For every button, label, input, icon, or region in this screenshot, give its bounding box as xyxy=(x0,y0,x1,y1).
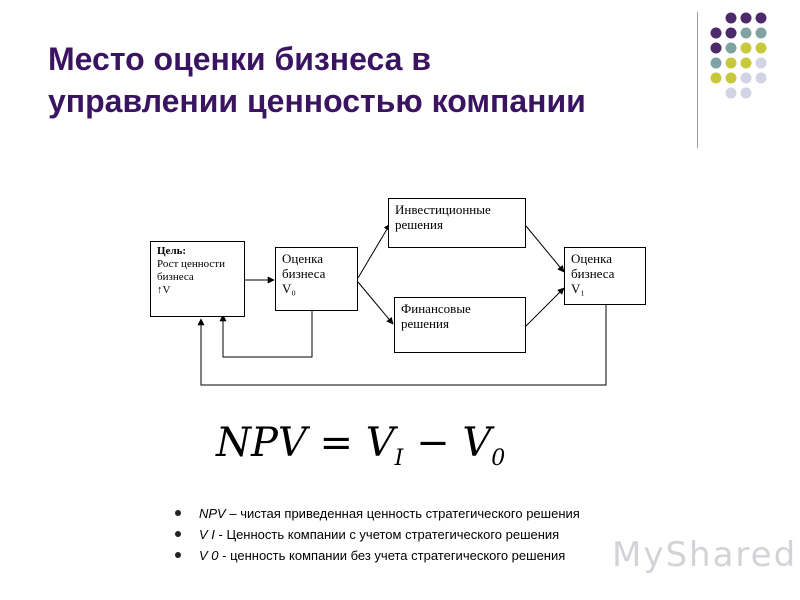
definition-npv-term: NPV xyxy=(199,506,226,521)
valuation-v1-box: Оценка бизнеса V₁ xyxy=(564,247,646,305)
valuation-v1-line-3: V₁ xyxy=(571,281,585,296)
definition-npv: NPV – чистая приведенная ценность страте… xyxy=(175,503,580,524)
npv-formula: NPV = VI − V0 xyxy=(216,420,505,471)
goal-box-line-1: Цель: xyxy=(157,245,187,257)
slide-title-line-1: Место оценки бизнеса в xyxy=(48,41,432,77)
arrow-finance-to-v1 xyxy=(525,287,565,327)
definition-v0-term: V 0 xyxy=(199,548,219,563)
definition-v1-text: - Ценность компании с учетом стратегичес… xyxy=(214,527,560,542)
arrow-investment-to-v1 xyxy=(525,225,565,273)
goal-box-line-3: бизнеса xyxy=(157,271,194,283)
definition-v1: V I - Ценность компании с учетом стратег… xyxy=(175,524,580,545)
slide-title: Место оценки бизнеса в управлении ценнос… xyxy=(48,38,668,122)
valuation-v0-box: Оценка бизнеса V₀ xyxy=(275,247,358,311)
formula-v0: V xyxy=(462,420,492,466)
definition-v1-term: V I xyxy=(199,527,215,542)
watermark-logo: MyShared xyxy=(612,535,798,575)
finance-decisions-box: Финансовые решения xyxy=(394,297,526,353)
arrow-v0-to-finance xyxy=(357,281,394,325)
definitions-list: NPV – чистая приведенная ценность страте… xyxy=(175,503,580,566)
formula-npv: NPV xyxy=(216,420,307,466)
formula-v1: V xyxy=(365,420,395,466)
goal-box: Цель: Рост ценности бизнеса ↑V xyxy=(150,241,245,317)
finance-line-1: Финансовые xyxy=(401,301,471,316)
feedback-loop-inner xyxy=(219,311,313,358)
definition-npv-text: – чистая приведенная ценность стратегиче… xyxy=(225,506,580,521)
formula-equals: = xyxy=(306,420,366,466)
investment-line-1: Инвестиционные xyxy=(395,202,491,217)
formula-minus: − xyxy=(403,420,463,466)
slide-title-line-2: управлении ценностью компании xyxy=(48,83,586,119)
investment-line-2: решения xyxy=(395,217,443,232)
valuation-v0-line-3: V₀ xyxy=(282,281,296,296)
valuation-v1-line-1: Оценка xyxy=(571,251,612,266)
goal-box-line-2: Рост ценности xyxy=(157,258,225,270)
goal-box-line-4: ↑V xyxy=(157,284,171,296)
formula-v1-subscript: I xyxy=(394,446,404,471)
definition-v0-text: - ценность компании без учета стратегиче… xyxy=(218,548,566,563)
valuation-v0-line-2: бизнеса xyxy=(282,266,326,281)
definition-v0: V 0 - ценность компании без учета страте… xyxy=(175,545,580,566)
valuation-v1-line-2: бизнеса xyxy=(571,266,615,281)
formula-v0-subscript: 0 xyxy=(491,446,506,471)
valuation-v0-line-1: Оценка xyxy=(282,251,323,266)
finance-line-2: решения xyxy=(401,316,449,331)
arrow-v0-to-investment xyxy=(357,223,391,279)
decorative-vertical-line xyxy=(697,12,698,148)
feedback-loop-outer xyxy=(197,305,607,386)
investment-decisions-box: Инвестиционные решения xyxy=(388,198,526,248)
